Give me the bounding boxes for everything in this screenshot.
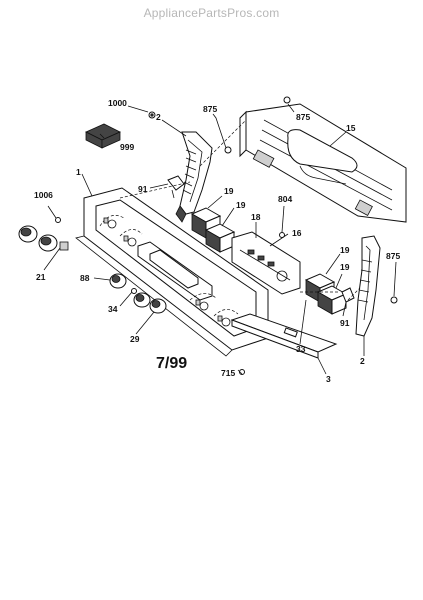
callout-1: 1 — [76, 167, 81, 177]
callout-19-a: 19 — [224, 186, 234, 196]
callout-19-c: 19 — [340, 245, 350, 255]
left-end-cap-part[interactable] — [175, 131, 213, 223]
switch-19-d-part[interactable] — [316, 285, 348, 315]
callout-3: 3 — [326, 374, 331, 384]
knob-1006-left-part[interactable] — [18, 225, 38, 243]
callout-15: 15 — [346, 123, 356, 133]
callout-999: 999 — [120, 142, 134, 152]
knob-1006-right-part[interactable] — [38, 234, 58, 252]
callout-875-c: 875 — [386, 251, 400, 261]
callout-2-top: 2 — [156, 112, 161, 122]
callout-91-left: 91 — [138, 184, 148, 194]
callout-19-b: 19 — [236, 200, 246, 210]
screw-875-rear-part[interactable] — [283, 96, 291, 104]
callout-33: 33 — [296, 344, 306, 354]
rear-panel-part[interactable] — [239, 103, 407, 223]
callout-34: 34 — [108, 304, 118, 314]
callout-18: 18 — [251, 212, 261, 222]
callout-91-right: 91 — [340, 318, 350, 328]
callout-21: 21 — [36, 272, 46, 282]
screw-804-part[interactable] — [279, 232, 285, 238]
callout-88: 88 — [80, 273, 90, 283]
callout-1000: 1000 — [108, 98, 127, 108]
leader-lines — [43, 103, 397, 375]
block-999-part[interactable] — [85, 123, 121, 149]
callout-804: 804 — [278, 194, 292, 204]
screw-875-top-part[interactable] — [224, 146, 232, 154]
screw-34-part[interactable] — [131, 288, 137, 294]
control-panel-part[interactable] — [75, 187, 269, 357]
callout-19-d: 19 — [340, 262, 350, 272]
diagram-date: 7/99 — [156, 355, 187, 372]
screw-875-right-part[interactable] — [390, 296, 398, 304]
clip-91-right-part[interactable] — [341, 287, 355, 303]
callout-29: 29 — [130, 334, 140, 344]
callout-715: 715 — [221, 368, 235, 378]
right-end-cap-part[interactable] — [355, 235, 381, 337]
knob-29-b-part[interactable] — [149, 298, 167, 314]
switch-19-b-part[interactable] — [204, 223, 236, 253]
callout-1006: 1006 — [34, 190, 53, 200]
screw-1006-part[interactable] — [55, 217, 61, 223]
knob-21-part[interactable] — [59, 241, 69, 251]
callout-2-bottom: 2 — [360, 356, 365, 366]
clock-board-part[interactable] — [231, 231, 301, 295]
clip-91-left-part[interactable] — [167, 175, 185, 199]
knob-88-part[interactable] — [109, 273, 127, 289]
callout-16: 16 — [292, 228, 302, 238]
callout-labels: 1000 999 2 875 875 15 1 91 19 19 804 18 … — [34, 98, 400, 384]
callout-875-a: 875 — [203, 104, 217, 114]
knob-29-a-part[interactable] — [133, 292, 151, 308]
watermark: AppliancePartsPros.com — [143, 6, 280, 20]
screw-1000-part[interactable] — [148, 111, 156, 119]
callout-875-b: 875 — [296, 112, 310, 122]
